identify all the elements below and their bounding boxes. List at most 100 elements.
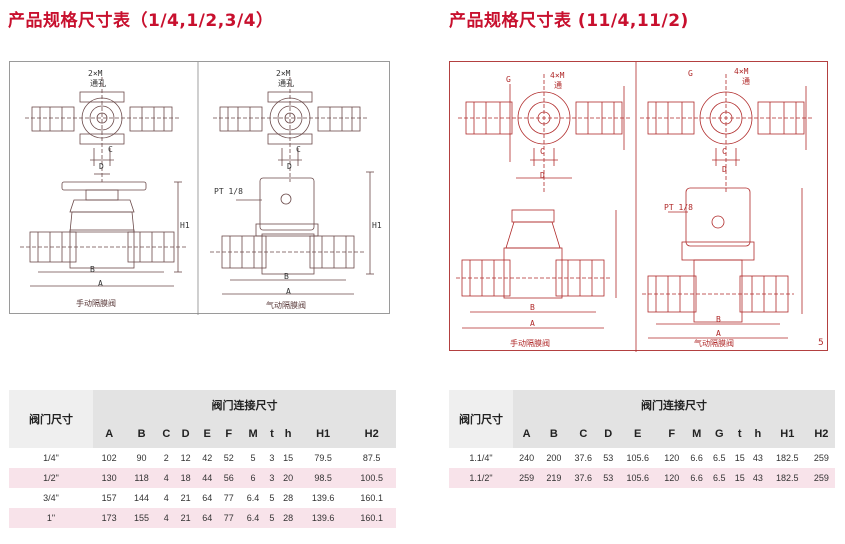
column-header: M bbox=[239, 420, 267, 448]
label-dim-a: A bbox=[530, 319, 535, 328]
cell: 56 bbox=[218, 468, 240, 488]
label-dim-c: C bbox=[296, 145, 301, 154]
cell: 37.6 bbox=[567, 448, 600, 468]
label-dim-c: C bbox=[722, 147, 727, 156]
cell: 20 bbox=[277, 468, 299, 488]
connection-dims-header: 阀门连接尺寸 bbox=[93, 390, 396, 420]
cell: 5 bbox=[266, 508, 278, 528]
cell: 259 bbox=[807, 448, 835, 468]
column-header: E bbox=[196, 420, 218, 448]
label-dim-d: D bbox=[540, 171, 545, 180]
cell: 3 bbox=[266, 468, 278, 488]
cell: 182.5 bbox=[766, 468, 808, 488]
column-header: E bbox=[617, 420, 659, 448]
column-header: B bbox=[540, 420, 568, 448]
cell: 6.4 bbox=[239, 488, 267, 508]
label-dim-g: G bbox=[506, 75, 511, 84]
caption-pneumatic-valve: 气动隔膜阀 bbox=[694, 339, 734, 348]
label-dim-b: B bbox=[90, 265, 95, 274]
label-holes: 4×M bbox=[734, 67, 749, 76]
label-through-hole: 通孔 bbox=[278, 79, 294, 88]
cell: 259 bbox=[807, 468, 835, 488]
table-row: 3/4" 157 144 4 21 64 77 6.4 5 28 139.6 1… bbox=[9, 488, 396, 508]
cell: 139.6 bbox=[298, 508, 348, 528]
cell: 28 bbox=[277, 508, 299, 528]
table-row: 1.1/4" 240 200 37.6 53 105.6 120 6.6 6.5… bbox=[449, 448, 835, 468]
table-row: 1/2" 130 118 4 18 44 56 6 3 20 98.5 100.… bbox=[9, 468, 396, 488]
cell: 100.5 bbox=[347, 468, 396, 488]
cell: 53 bbox=[599, 448, 618, 468]
label-through-hole: 通 bbox=[742, 77, 750, 86]
caption-manual-valve: 手动隔膜阀 bbox=[510, 339, 550, 348]
valve-diagram-right bbox=[456, 62, 812, 352]
label-holes: 2×M bbox=[88, 69, 103, 78]
label-dim-b: B bbox=[716, 315, 721, 324]
column-header: t bbox=[266, 420, 278, 448]
column-header: H2 bbox=[807, 420, 835, 448]
column-header: H1 bbox=[298, 420, 348, 448]
column-header: D bbox=[599, 420, 618, 448]
label-dim-d: D bbox=[722, 165, 727, 174]
label-dim-b: B bbox=[530, 303, 535, 312]
label-dim-a: A bbox=[98, 279, 103, 288]
label-dim-g: G bbox=[688, 69, 693, 78]
cell: 120 bbox=[658, 448, 686, 468]
page-title-left: 产品规格尺寸表（1/4,1/2,3/4） bbox=[8, 11, 274, 31]
cell: 118 bbox=[125, 468, 158, 488]
cell: 157 bbox=[93, 488, 126, 508]
cell: 139.6 bbox=[298, 488, 348, 508]
label-dim-h1: H1 bbox=[180, 221, 190, 230]
cell: 15 bbox=[730, 468, 749, 488]
cell: 12 bbox=[174, 448, 197, 468]
cell: 37.6 bbox=[567, 468, 600, 488]
cell: 144 bbox=[125, 488, 158, 508]
cell: 64 bbox=[196, 488, 218, 508]
cell: 4 bbox=[157, 468, 175, 488]
spec-table-left: 阀门尺寸 阀门连接尺寸 A B C D E F M t h H1 H2 1/4"… bbox=[9, 390, 396, 528]
cell: 53 bbox=[599, 468, 618, 488]
cell: 98.5 bbox=[298, 468, 348, 488]
cell: 5 bbox=[266, 488, 278, 508]
spec-table-right: 阀门尺寸 阀门连接尺寸 A B C D E F M G t h H1 H2 1.… bbox=[449, 390, 835, 488]
cell: 219 bbox=[540, 468, 568, 488]
cell: 130 bbox=[93, 468, 126, 488]
cell: 6.5 bbox=[707, 468, 731, 488]
cell: 79.5 bbox=[298, 448, 348, 468]
cell: 6.5 bbox=[707, 448, 731, 468]
label-dim-a: A bbox=[286, 287, 291, 296]
column-header: D bbox=[174, 420, 197, 448]
column-header: H1 bbox=[766, 420, 808, 448]
column-header: F bbox=[658, 420, 686, 448]
column-header: A bbox=[513, 420, 541, 448]
valve-size-header: 阀门尺寸 bbox=[9, 390, 93, 448]
cell: 18 bbox=[174, 468, 197, 488]
cell: 4 bbox=[157, 508, 175, 528]
label-dim-c: C bbox=[108, 145, 113, 154]
table-row: 1.1/2" 259 219 37.6 53 105.6 120 6.6 6.5… bbox=[449, 468, 835, 488]
label-pt-port: PT 1/8 bbox=[214, 187, 243, 196]
cell: 6.6 bbox=[685, 468, 708, 488]
column-header: t bbox=[730, 420, 749, 448]
caption-manual-valve: 手动隔膜阀 bbox=[76, 299, 116, 308]
label-dim-a: A bbox=[716, 329, 721, 338]
cell: 259 bbox=[513, 468, 541, 488]
column-header: M bbox=[685, 420, 708, 448]
cell: 15 bbox=[277, 448, 299, 468]
label-holes: 4×M bbox=[550, 71, 565, 80]
column-header: F bbox=[218, 420, 240, 448]
cell: 102 bbox=[93, 448, 126, 468]
cell: 64 bbox=[196, 508, 218, 528]
cell: 2 bbox=[157, 448, 175, 468]
column-header: A bbox=[93, 420, 126, 448]
cell: 28 bbox=[277, 488, 299, 508]
cell: 155 bbox=[125, 508, 158, 528]
cell-size: 1.1/2" bbox=[449, 468, 513, 488]
cell: 6.6 bbox=[685, 448, 708, 468]
cell-size: 1" bbox=[9, 508, 93, 528]
cell: 15 bbox=[730, 448, 749, 468]
cell: 87.5 bbox=[347, 448, 396, 468]
label-dim-b: B bbox=[284, 272, 289, 281]
cell: 77 bbox=[218, 488, 240, 508]
cell: 173 bbox=[93, 508, 126, 528]
column-header: B bbox=[125, 420, 158, 448]
